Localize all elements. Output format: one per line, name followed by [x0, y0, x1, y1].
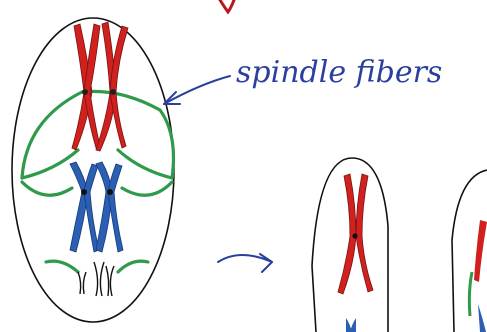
- annotation-arrow-line: [164, 76, 230, 104]
- chromosome: [474, 220, 487, 282]
- centromere: [352, 233, 357, 238]
- chromosome: [110, 26, 128, 148]
- chromosome: [106, 266, 114, 296]
- chromosome: [338, 174, 356, 294]
- transition-arrow: [218, 254, 272, 272]
- red-chromosome-pair: [72, 22, 128, 151]
- chromosome: [70, 162, 88, 252]
- chromosome: [96, 162, 112, 252]
- spindle-fiber-bottom-right: [118, 261, 148, 272]
- spindle-fiber-lower-left: [22, 182, 72, 195]
- spindle-fiber: [469, 272, 472, 316]
- centromere: [82, 89, 88, 95]
- annotation-arrow-head: [164, 92, 180, 104]
- chromosome: [78, 272, 86, 294]
- chromosome: [94, 262, 104, 296]
- spindle-fiber-lower-right: [122, 182, 172, 195]
- centromere: [110, 89, 116, 95]
- spindle-fibers-label: spindle fibers: [236, 55, 442, 90]
- spindle-fiber-bottom-left: [46, 261, 78, 272]
- chromosome: [84, 24, 100, 148]
- chromosome: [478, 304, 486, 332]
- annotation-arrow: [164, 76, 230, 104]
- chromosome: [108, 164, 123, 252]
- centromere: [107, 189, 113, 195]
- spindle-fiber-inner-right: [118, 150, 172, 178]
- small-chromosomes: [78, 262, 114, 296]
- chromosome: [84, 164, 99, 252]
- far-right-green-fiber: [469, 272, 472, 316]
- centromere: [81, 189, 87, 195]
- right-cell-blue-chromosome: [346, 318, 356, 332]
- far-right-blue-chromosome: [478, 304, 486, 332]
- transition-arrow-head: [260, 254, 272, 272]
- chromosome: [350, 318, 356, 332]
- blue-chromosome-pair: [70, 162, 123, 252]
- chromosome: [356, 174, 373, 292]
- top-fragment: [220, 0, 234, 12]
- far-right-red-chromosome: [474, 220, 487, 282]
